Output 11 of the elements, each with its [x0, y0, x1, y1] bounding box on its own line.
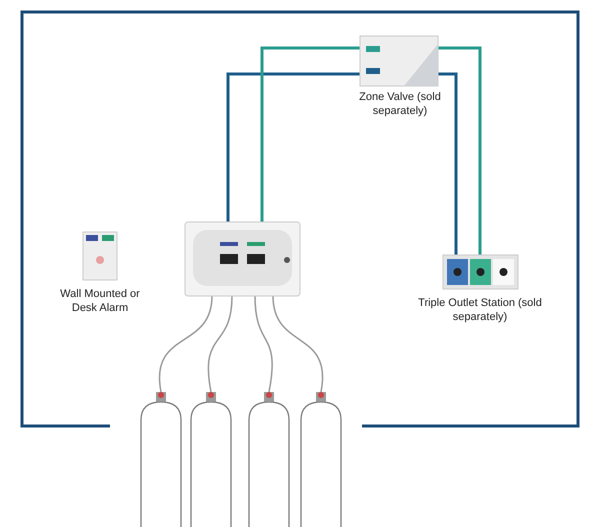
gas-hose — [254, 296, 273, 392]
pipe-line — [438, 46, 482, 255]
component-label: Triple Outlet Station (sold separately) — [417, 296, 543, 324]
pipe-line — [260, 46, 360, 222]
gas-hose — [158, 296, 213, 392]
gas-hose — [272, 296, 324, 392]
component-label: Wall Mounted or Desk Alarm — [59, 287, 141, 315]
pipe-line — [226, 72, 360, 222]
gas-hose — [208, 296, 233, 392]
component-label: Zone Valve (sold separately) — [358, 90, 442, 118]
pipe-line — [438, 72, 458, 255]
